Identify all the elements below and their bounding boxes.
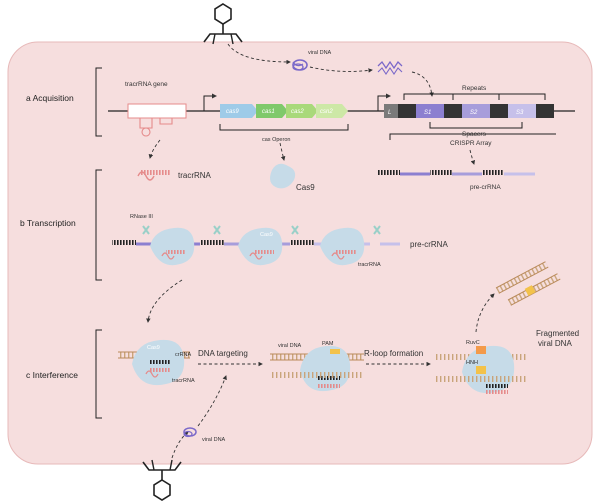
arrow-operon-to-cas9 (279, 142, 286, 161)
cas9-protein-icon (270, 163, 296, 189)
tracrrna-bound-icons (161, 250, 356, 260)
repeats-bracket (403, 93, 546, 100)
leader-block (384, 104, 398, 118)
precrrna-top (378, 170, 535, 176)
svg-text:L: L (388, 110, 391, 116)
cas9-complex-b1 (150, 227, 195, 266)
label-pam: PAM (322, 341, 334, 347)
bracket-interference (95, 329, 102, 419)
svg-text:S1: S1 (424, 110, 431, 116)
spacer-s1 (416, 104, 444, 118)
gene-cas9 (220, 104, 258, 118)
label-fragmented-1: Fragmented (536, 329, 579, 338)
label-rloop: R-loop formation (364, 349, 423, 358)
label-repeats: Repeats (462, 85, 487, 92)
array-bracket (389, 133, 556, 140)
label-rnase-iii: RNase III (130, 214, 153, 220)
repeat-3 (490, 104, 508, 118)
operon-bracket (219, 124, 349, 131)
viral-dna-coil-icon (292, 59, 308, 71)
gene-csn2 (316, 104, 348, 118)
label-cas-operon: cas Operon (262, 137, 290, 143)
promoter-arrow-1 (203, 93, 217, 111)
section-transcription: b Transcription (20, 218, 76, 228)
label-viral-dna-c: viral DNA (278, 343, 302, 349)
bracket-acquisition (95, 67, 102, 137)
arrow-viral-dna-to-targeting (197, 375, 227, 427)
section-interference: c Interference (26, 370, 78, 380)
label-fragmented-2: viral DNA (538, 339, 572, 348)
label-cas9-b: Cas9 (260, 232, 273, 238)
spacers-bracket (429, 122, 523, 129)
label-cas9-c: Cas9 (147, 345, 160, 351)
label-tracrrna-c: tracrRNA (172, 378, 195, 384)
arrow-phage-bottom-to-dna (171, 431, 189, 459)
arrow-to-fragments (475, 293, 495, 333)
interference-complex-2: viral DNA (270, 343, 364, 392)
label-crrna: crRNA (175, 352, 192, 358)
arrow-fragment-to-array (411, 71, 434, 97)
arrow-viral-dna-to-fragment (309, 66, 373, 73)
tracrrna-molecule-icon (137, 170, 170, 181)
cas9-complex-b2 (238, 227, 283, 266)
label-precrrna-top: pre-crRNA (470, 184, 501, 191)
gene-cas1 (256, 104, 288, 118)
svg-text:S3: S3 (516, 110, 524, 116)
viral-dna-fragment-icon (377, 60, 403, 75)
gene-cas2 (286, 104, 318, 118)
arrow-array-to-precrrna (469, 149, 475, 165)
cas-operon: cas9 cas1 cas2 csn2 (220, 104, 348, 118)
phage-top-icon (203, 3, 243, 45)
label-cas9: Cas9 (296, 183, 315, 192)
svg-text:S2: S2 (470, 110, 478, 116)
spacer-s2 (462, 104, 490, 118)
fragmented-dna-icon (495, 261, 561, 306)
label-precrrna-b: pre-crRNA (410, 240, 448, 249)
label-tracrrna-small: tracrRNA (358, 262, 381, 268)
label-dna-targeting: DNA targeting (198, 349, 248, 358)
label-viral-dna-top: viral DNA (308, 50, 332, 56)
label-hnh: HNH (466, 360, 478, 366)
label-tracr-gene: tracrRNA gene (125, 81, 168, 88)
spacer-s3 (508, 104, 536, 118)
tracr-gene-box (127, 103, 187, 119)
repeat-4 (536, 104, 554, 118)
tracr-gene-hairpin-icon (139, 118, 173, 137)
arrow-phage-to-viral-dna (227, 43, 291, 65)
label-ruvc: RuvC (466, 340, 480, 346)
bracket-transcription (95, 169, 102, 281)
phage-bottom-icon (142, 459, 182, 501)
repeat-2 (444, 104, 462, 118)
svg-text:cas9: cas9 (226, 109, 239, 115)
promoter-arrow-2 (377, 93, 391, 111)
cas9-complex-b3 (320, 227, 365, 266)
viral-dna-coil-bottom-icon (183, 427, 197, 438)
svg-text:csn2: csn2 (320, 109, 333, 115)
section-acquisition: a Acquisition (26, 93, 74, 103)
repeat-1 (398, 104, 416, 118)
svg-text:cas2: cas2 (291, 109, 304, 115)
interference-complex-1 (118, 339, 190, 386)
label-crispr-array: CRISPR Array (450, 140, 492, 147)
interference-complex-3 (436, 345, 526, 394)
label-viral-dna-bottom: viral DNA (202, 437, 226, 443)
crispr-array: L S1 S2 S3 (384, 104, 554, 118)
arrow-gene-to-tracrrna (148, 139, 161, 159)
rnase-iii-cut-icon (142, 225, 381, 235)
arrow-b-to-c (146, 279, 183, 323)
label-tracrrna: tracrRNA (178, 171, 212, 180)
svg-text:cas1: cas1 (262, 109, 275, 115)
